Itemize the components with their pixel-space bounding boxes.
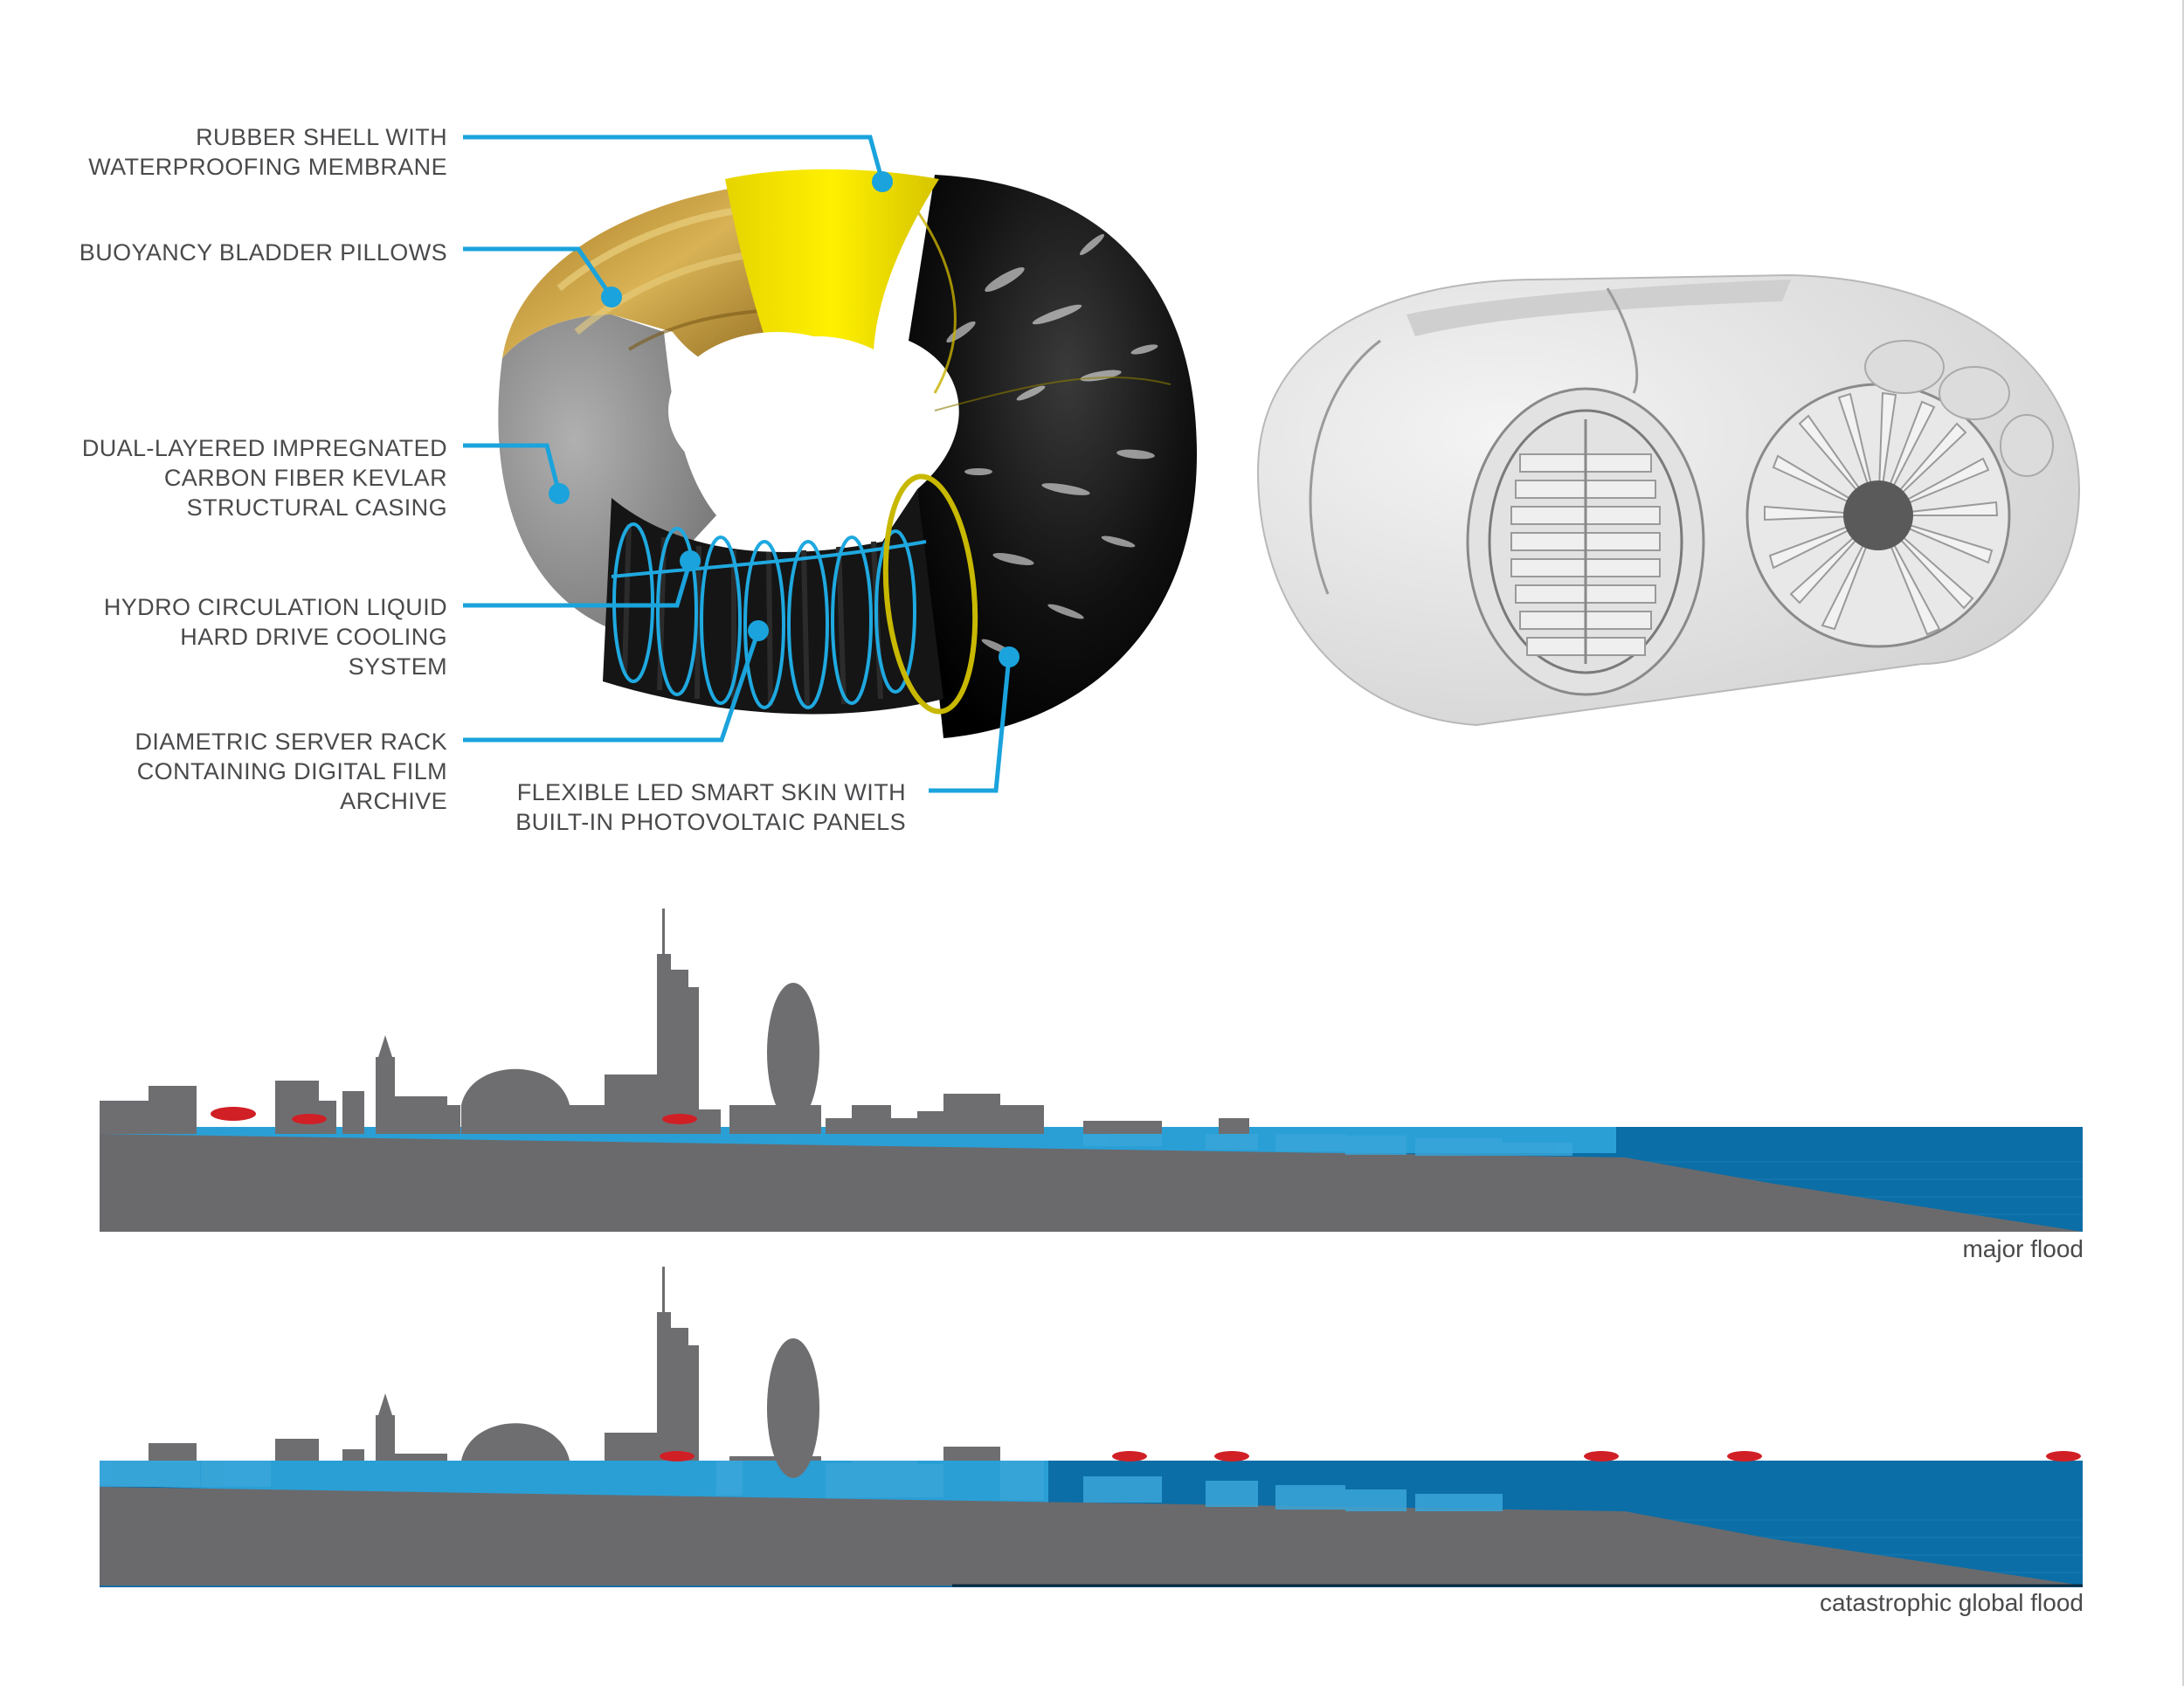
leader-casing	[463, 443, 562, 494]
buildings	[149, 1267, 1000, 1478]
leader-buoyancy	[463, 246, 614, 299]
rubber-shell-section	[725, 169, 939, 349]
callout-dot-buoyancy	[601, 287, 622, 307]
callout-dot-casing	[549, 483, 570, 504]
callout-label-buoyancy: BUOYANCY BLADDER PILLOWS	[79, 239, 447, 266]
pods-catastrophic	[660, 1451, 2081, 1461]
buildings	[100, 909, 1249, 1134]
leader-rubber-shell	[463, 135, 885, 183]
callout-dot-rubber-shell	[872, 171, 893, 192]
cutaway-rim	[882, 473, 978, 715]
ground	[100, 1487, 2083, 1586]
callout-label-led-skin: FLEXIBLE LED SMART SKIN WITH BUILT-IN PH…	[515, 779, 906, 835]
leader-cooling	[463, 560, 693, 608]
leader-server	[463, 630, 761, 743]
bladder-section	[502, 188, 786, 378]
page-edge-divider	[2182, 0, 2184, 1686]
callout-label-rubber-shell: RUBBER SHELL WITH WATERPROOFING MEMBRANE	[88, 124, 447, 180]
torus-hole	[668, 332, 887, 489]
callout-label-server: DIAMETRIC SERVER RACK CONTAINING DIGITAL…	[135, 729, 447, 814]
leader-led-skin	[929, 656, 1012, 793]
callout-label-casing: DUAL-LAYERED IMPREGNATED CARBON FIBER KE…	[81, 435, 447, 521]
led-skin-section	[909, 175, 1197, 738]
callout-dot-led-skin	[999, 646, 1019, 667]
callout-label-cooling: HYDRO CIRCULATION LIQUID HARD DRIVE COOL…	[103, 594, 447, 680]
callout-dot-cooling	[680, 550, 701, 571]
caption-catastrophic-flood: catastrophic global flood	[1820, 1589, 2084, 1616]
caption-major-flood: major flood	[1962, 1235, 2084, 1262]
callout-dot-server	[748, 620, 769, 641]
ground	[100, 1134, 2083, 1232]
pods-major	[211, 1107, 697, 1124]
